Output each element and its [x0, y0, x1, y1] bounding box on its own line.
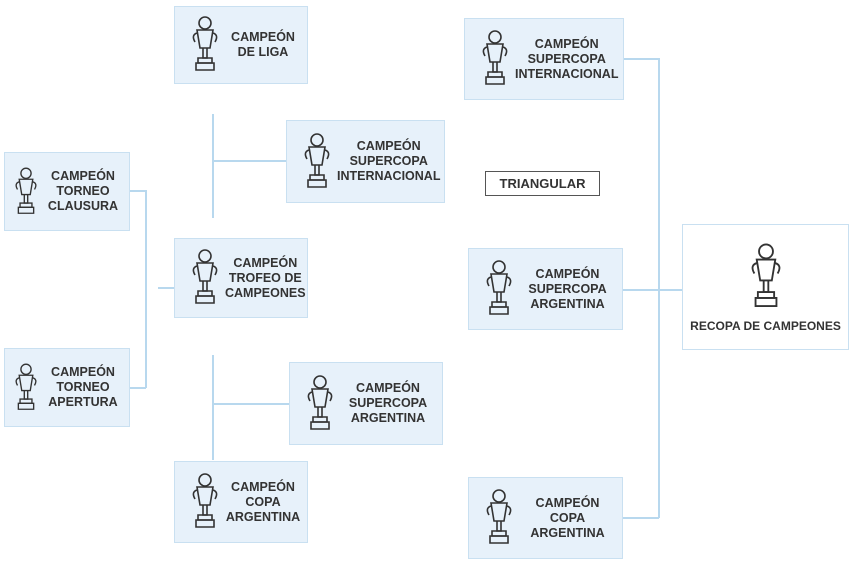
node-campeon-supercopa-internacional-left: CAMPEÓN SUPERCOPA INTERNACIONAL	[286, 120, 445, 203]
trophy-supercopa-internacional-icon	[482, 30, 508, 85]
trophy-clausura-icon	[15, 167, 37, 214]
node-campeon-apertura: CAMPEÓN TORNEO APERTURA	[4, 348, 130, 427]
node-label: CAMPEÓN COPA ARGENTINA	[530, 495, 605, 540]
node-label: CAMPEÓN SUPERCOPA INTERNACIONAL	[515, 36, 619, 81]
trophy-copa-argentina-icon	[486, 489, 512, 544]
trophy-supercopa-argentina-icon	[307, 374, 333, 430]
connector	[212, 160, 286, 162]
connector	[624, 58, 660, 60]
node-label: CAMPEÓN TORNEO APERTURA	[48, 365, 118, 409]
node-label: CAMPEÓN DE LIGA	[231, 30, 295, 59]
node-label: CAMPEÓN SUPERCOPA ARGENTINA	[528, 266, 607, 311]
node-recopa-de-campeones: RECOPA DE CAMPEONES	[682, 224, 849, 350]
connector	[212, 114, 214, 218]
node-label: CAMPEÓN COPA ARGENTINA	[225, 479, 301, 524]
node-label: CAMPEÓN TORNEO CLAUSURA	[47, 169, 119, 213]
trophy-recopa-icon	[751, 243, 780, 307]
node-campeon-copa-argentina-left: CAMPEÓN COPA ARGENTINA	[174, 461, 308, 543]
node-label: RECOPA DE CAMPEONES	[690, 319, 841, 333]
trophy-copa-argentina-icon	[192, 473, 218, 528]
node-label: CAMPEÓN TROFEO DE CAMPEONES	[225, 255, 306, 300]
connector	[623, 517, 659, 519]
connector	[145, 190, 147, 388]
connector	[623, 289, 682, 291]
trophy-supercopa-argentina-icon	[486, 260, 512, 315]
trophy-apertura-icon	[15, 363, 37, 410]
node-label: CAMPEÓN SUPERCOPA ARGENTINA	[348, 381, 428, 425]
trophy-supercopa-internacional-icon	[304, 132, 330, 188]
node-campeon-clausura: CAMPEÓN TORNEO CLAUSURA	[4, 152, 130, 231]
node-campeon-copa-argentina-right: CAMPEÓN COPA ARGENTINA	[468, 477, 623, 559]
node-campeon-trofeo-campeones: CAMPEÓN TROFEO DE CAMPEONES	[174, 238, 308, 318]
connector	[658, 58, 660, 518]
node-campeon-supercopa-argentina-right: CAMPEÓN SUPERCOPA ARGENTINA	[468, 248, 623, 330]
node-campeon-liga: CAMPEÓN DE LIGA	[174, 6, 308, 84]
triangular-label: TRIANGULAR	[485, 171, 600, 196]
connector	[130, 387, 146, 389]
node-campeon-supercopa-argentina-left: CAMPEÓN SUPERCOPA ARGENTINA	[289, 362, 443, 445]
trophy-liga-icon	[192, 16, 218, 71]
node-campeon-supercopa-internacional-right: CAMPEÓN SUPERCOPA INTERNACIONAL	[464, 18, 624, 100]
connector	[212, 403, 289, 405]
connector	[158, 287, 174, 289]
node-label: CAMPEÓN SUPERCOPA INTERNACIONAL	[337, 139, 441, 183]
connector	[212, 355, 214, 460]
trophy-campeones-icon	[192, 249, 218, 304]
